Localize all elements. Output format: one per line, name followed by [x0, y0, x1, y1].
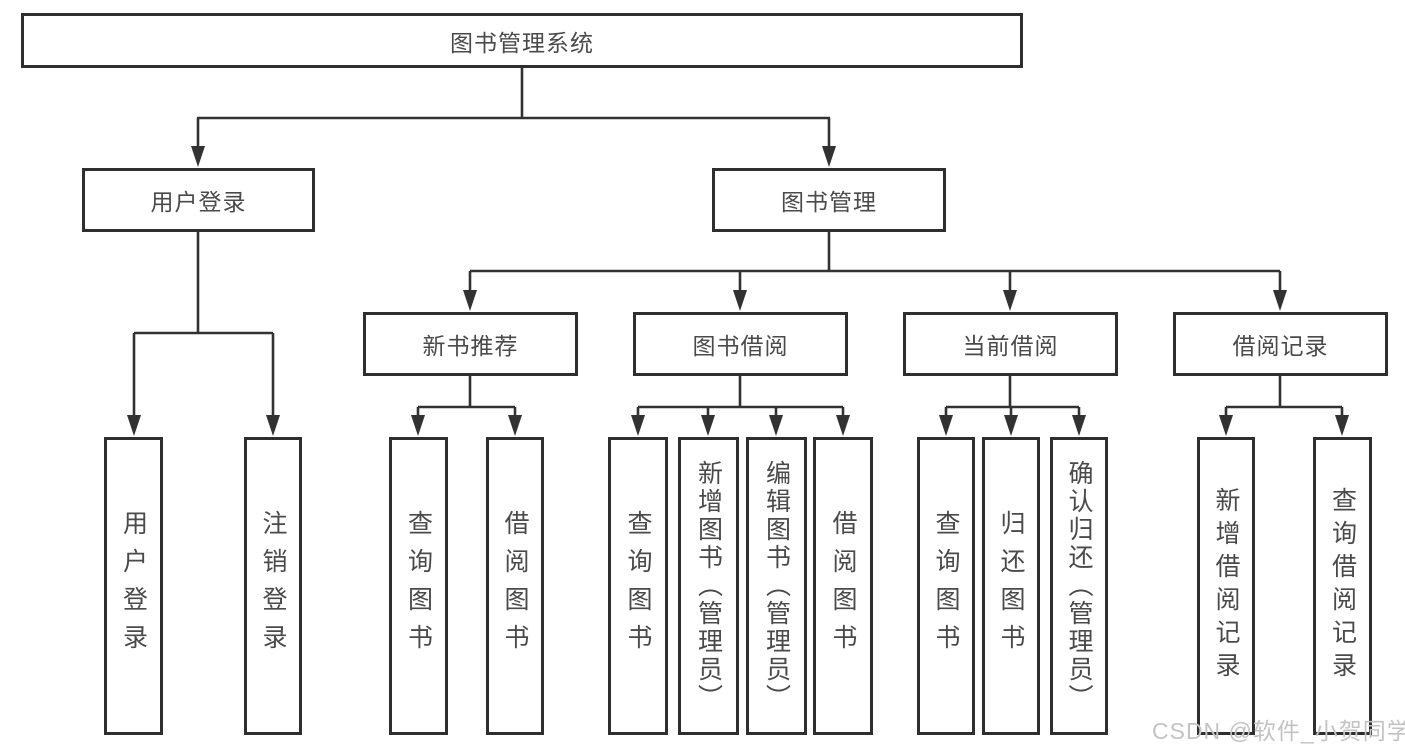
node-new-book-recommend: 新书推荐 [363, 312, 578, 376]
node-edit-book-admin: 编辑图书（管理员） [746, 437, 807, 735]
node-add-borrow-record: 新增借阅记录 [1197, 437, 1255, 735]
node-label: 确认归还（管理员） [1065, 460, 1093, 712]
connector-record-to-leaves [1219, 376, 1349, 436]
node-user-login: 用户登录 [82, 168, 315, 232]
arrowhead [701, 415, 715, 436]
node-logout: 注销登录 [244, 437, 302, 735]
arrowhead [733, 290, 747, 311]
node-label: 编辑图书（管理员） [762, 460, 791, 712]
arrowhead [1004, 415, 1018, 436]
node-borrowing-records: 借阅记录 [1173, 312, 1388, 376]
node-label: 用户登录 [150, 189, 247, 215]
connector-bookmgmt-to-modules [463, 232, 1287, 311]
node-label: 新增借阅记录 [1212, 487, 1240, 685]
arrowhead [127, 415, 141, 436]
node-query-borrow-record: 查询借阅记录 [1313, 437, 1372, 735]
connector-current-to-leaves [939, 376, 1086, 436]
arrowhead [191, 146, 205, 167]
node-label: 查询借阅记录 [1328, 487, 1357, 685]
arrowhead [836, 415, 850, 436]
node-label: 当前借阅 [962, 333, 1059, 359]
node-return-books: 归还图书 [982, 437, 1040, 735]
node-add-book-admin: 新增图书（管理员） [678, 437, 739, 735]
node-query-books-recommend: 查询图书 [389, 437, 448, 735]
watermark: CSDN @软件_小贺同学 [1152, 718, 1405, 744]
arrowhead [411, 415, 425, 436]
node-current-borrowing: 当前借阅 [903, 312, 1118, 376]
arrowhead [1003, 290, 1017, 311]
node-query-books-current: 查询图书 [917, 437, 975, 735]
node-label: 新书推荐 [422, 333, 519, 359]
node-label: 查询图书 [932, 510, 960, 662]
node-label: 用户登录 [119, 510, 148, 662]
connector-userlogin-to-leaves [127, 232, 280, 436]
node-label: 借阅记录 [1232, 333, 1329, 359]
arrowhead [1072, 415, 1086, 436]
node-label: 图书借阅 [692, 333, 789, 359]
node-system-root: 图书管理系统 [21, 13, 1023, 68]
node-confirm-return-admin: 确认归还（管理员） [1050, 437, 1108, 735]
arrowhead [1273, 290, 1287, 311]
node-label: 图书管理 [781, 189, 877, 215]
node-label: 归还图书 [997, 510, 1025, 662]
node-label: 新增图书（管理员） [694, 460, 723, 712]
connector-borrow-to-leaves [631, 376, 850, 436]
arrowhead [1219, 415, 1233, 436]
arrowhead [1335, 415, 1349, 436]
arrowhead [769, 415, 783, 436]
arrowhead [463, 290, 477, 311]
node-book-borrowing: 图书借阅 [633, 312, 848, 376]
node-book-management: 图书管理 [712, 168, 946, 232]
node-label: 注销登录 [259, 510, 287, 662]
connector-root-to-branches [191, 68, 836, 167]
node-label: 图书管理系统 [450, 29, 594, 56]
node-label: 查询图书 [404, 510, 433, 662]
arrowhead [508, 415, 522, 436]
connector-recommend-to-leaves [411, 376, 522, 436]
arrowhead [939, 415, 953, 436]
node-borrow-books: 借阅图书 [813, 437, 873, 735]
arrowhead [822, 146, 836, 167]
node-user-login-leaf: 用户登录 [104, 437, 163, 735]
node-borrow-books-recommend: 借阅图书 [486, 437, 544, 735]
node-query-books-borrow: 查询图书 [608, 437, 668, 735]
node-label: 查询图书 [624, 510, 652, 662]
node-label: 借阅图书 [501, 510, 529, 662]
node-label: 借阅图书 [829, 510, 857, 662]
arrowhead [631, 415, 645, 436]
arrowhead [266, 415, 280, 436]
